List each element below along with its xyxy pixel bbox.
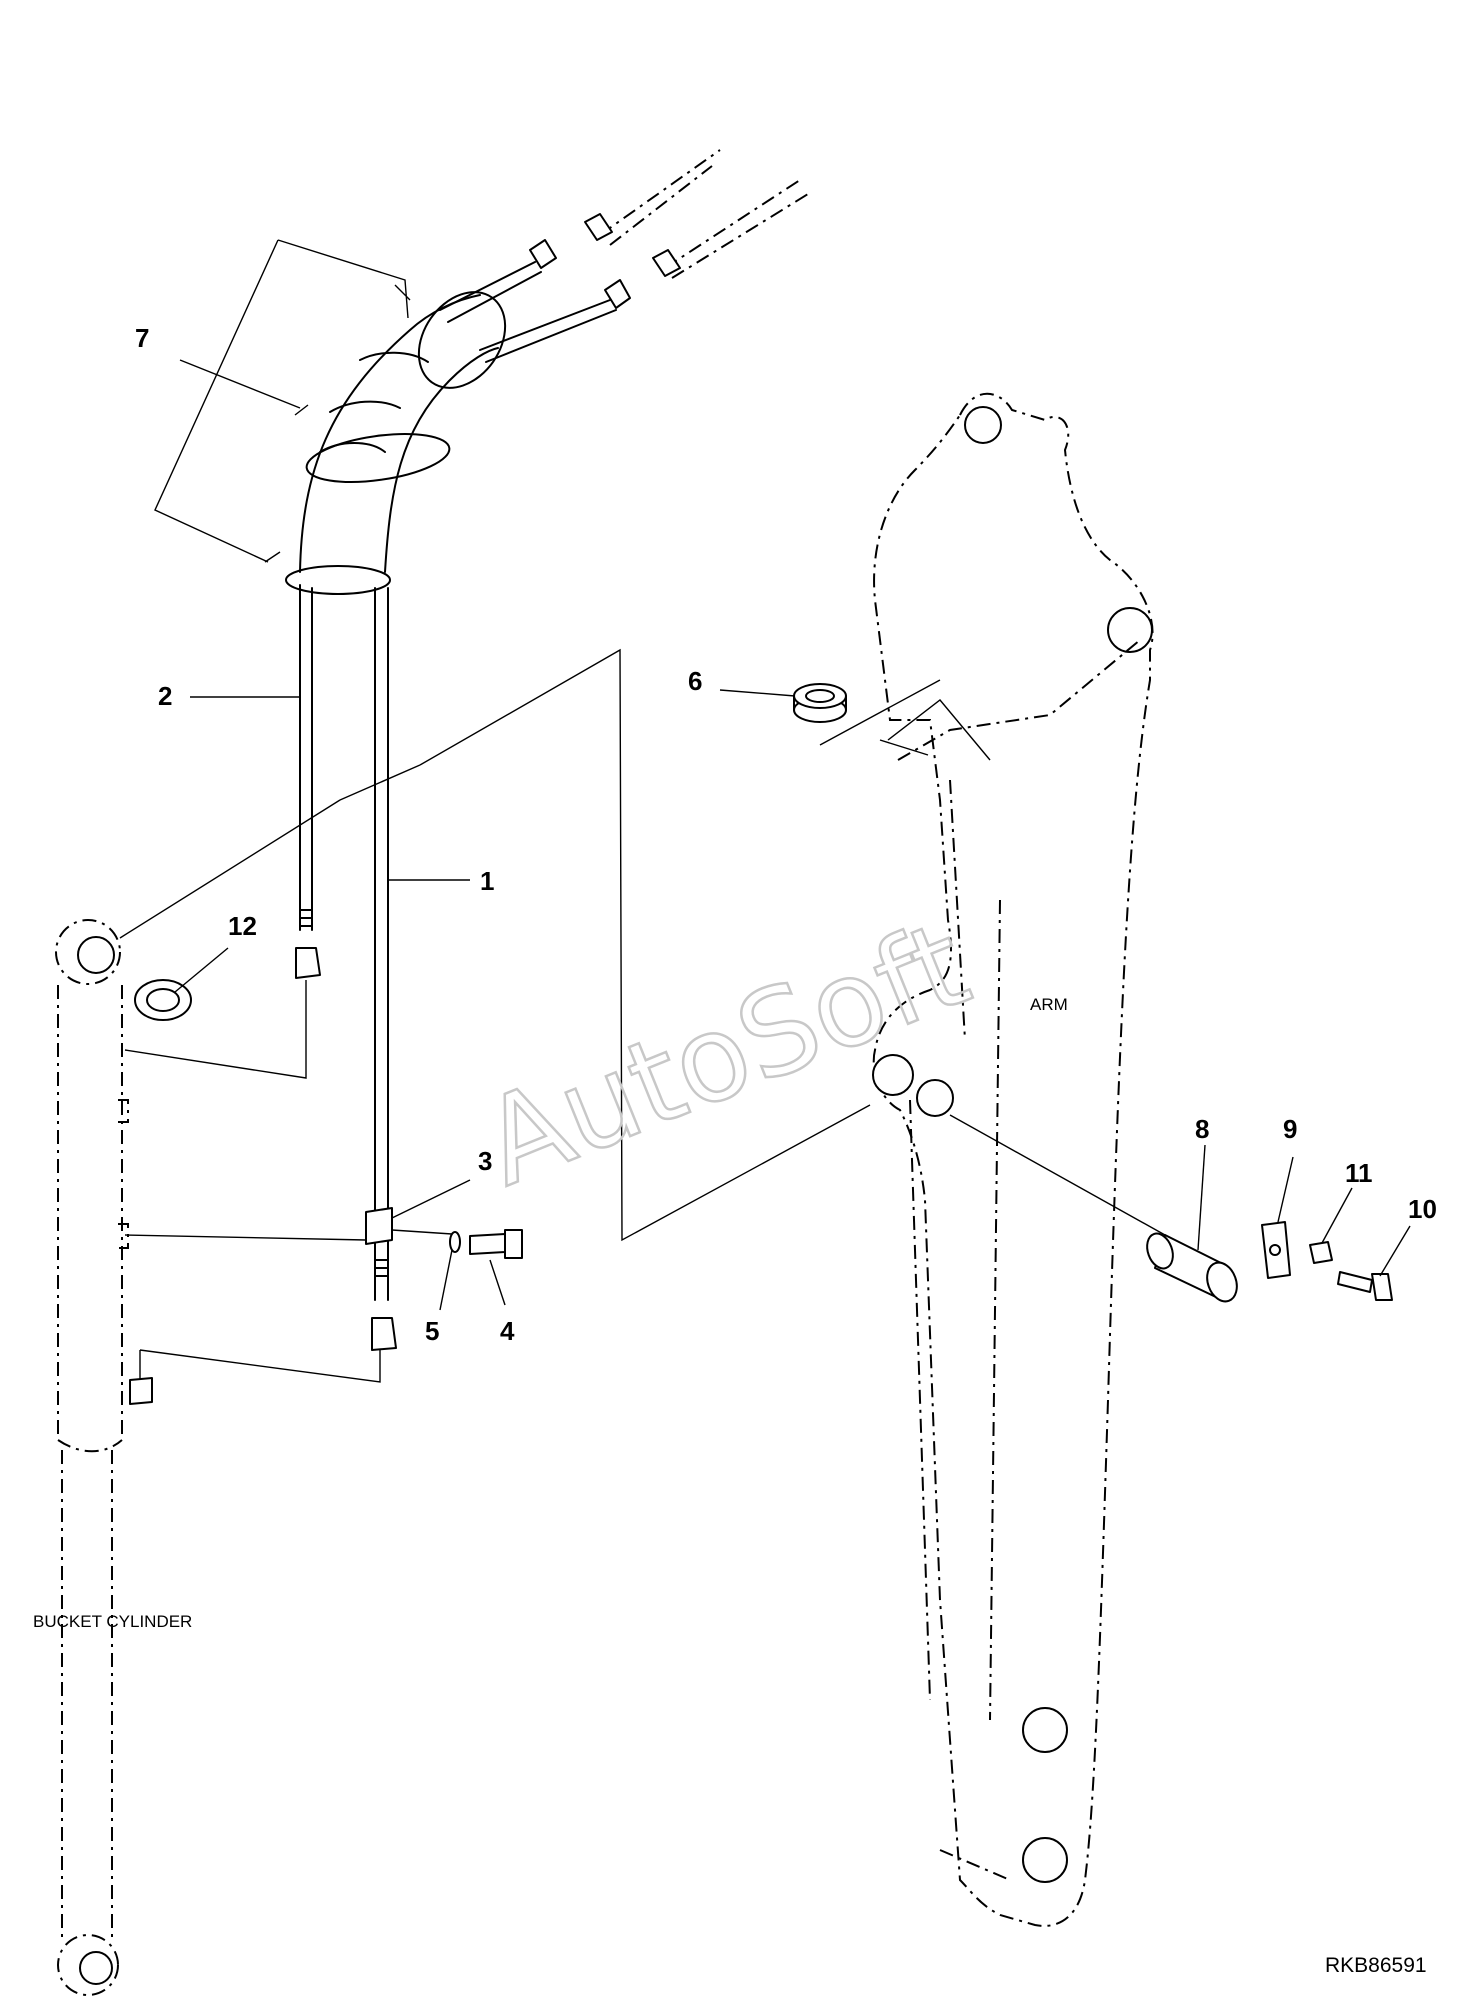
drawing-code: RKB86591 bbox=[1325, 1954, 1427, 1977]
callout-leaders bbox=[174, 359, 1411, 1311]
callout-1: 1 bbox=[480, 866, 494, 896]
watermark: AutoSoft bbox=[464, 895, 986, 1213]
arm bbox=[872, 392, 1154, 1927]
oring-12 bbox=[134, 979, 192, 1021]
hose-bundle bbox=[154, 239, 631, 1351]
callout-6: 6 bbox=[688, 666, 702, 696]
plug-6 bbox=[793, 683, 847, 723]
callout-3: 3 bbox=[478, 1146, 492, 1176]
callout-9: 9 bbox=[1283, 1114, 1297, 1144]
callout-2: 2 bbox=[158, 681, 172, 711]
callout-12: 12 bbox=[228, 911, 257, 941]
callout-5: 5 bbox=[425, 1316, 439, 1346]
clamp-assembly bbox=[124, 1207, 523, 1259]
bucket-cylinder bbox=[55, 764, 421, 1996]
callout-4: 4 bbox=[500, 1316, 515, 1346]
arm-label: ARM bbox=[1030, 995, 1068, 1014]
callout-11: 11 bbox=[1345, 1158, 1373, 1188]
bucket-cylinder-label: BUCKET CYLINDER bbox=[33, 1612, 192, 1631]
callout-10: 10 bbox=[1408, 1194, 1437, 1224]
callout-7: 7 bbox=[135, 323, 149, 353]
callout-8: 8 bbox=[1195, 1114, 1209, 1144]
pin-assembly bbox=[1146, 1221, 1393, 1303]
guide-lines bbox=[419, 648, 1166, 1242]
upper-hose-ends bbox=[584, 149, 809, 279]
